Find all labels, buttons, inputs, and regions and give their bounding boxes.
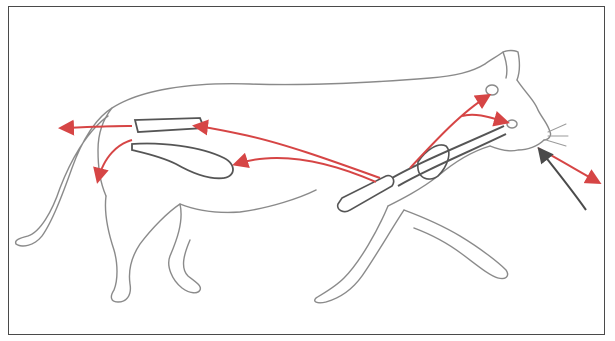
cat-belly xyxy=(180,190,316,212)
arrow-out-of-mouth xyxy=(538,148,598,182)
cat-ear-right xyxy=(503,51,519,81)
cat-ear-canal xyxy=(486,85,498,95)
arrow-to-rump xyxy=(196,126,380,178)
cat-muzzle xyxy=(490,140,544,151)
cat-front-leg-forward xyxy=(404,210,508,279)
cat-eye xyxy=(507,120,517,128)
red-arrows xyxy=(62,96,598,182)
arrow-to-eye xyxy=(462,115,506,122)
cat-back xyxy=(112,64,485,108)
chest-bone xyxy=(338,176,394,212)
cat-hind-leg-forward xyxy=(169,204,201,293)
upper-tube xyxy=(135,118,204,132)
lower-organ xyxy=(132,144,233,179)
arrow-into-mouth xyxy=(540,150,586,210)
arrow-to-hind-leg xyxy=(98,140,132,180)
internal-structures xyxy=(132,118,506,212)
cat-whiskers xyxy=(546,124,568,146)
cat-front-leg xyxy=(315,206,404,303)
cat-rump xyxy=(98,108,112,196)
arrow-to-tail-upper xyxy=(62,126,132,128)
cat-hind-leg-back xyxy=(105,196,180,302)
cat-face xyxy=(517,80,551,140)
cat-ear-left xyxy=(485,52,507,78)
